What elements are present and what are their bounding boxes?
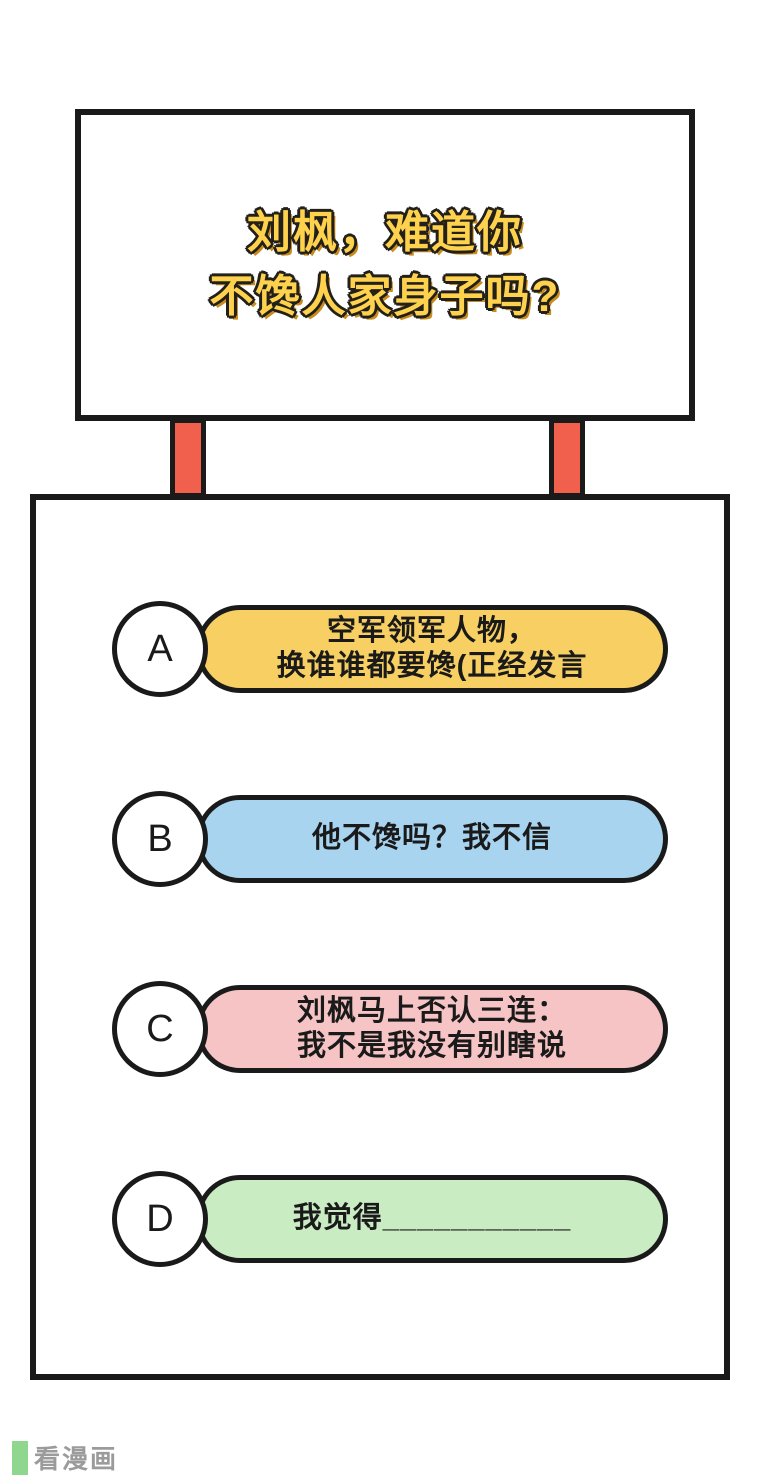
option-row-c[interactable]: 刘枫马上否认三连： 我不是我没有别瞎说 C bbox=[112, 981, 668, 1077]
question-board: 刘枫，难道你 不馋人家身子吗? bbox=[75, 109, 695, 421]
option-row-a[interactable]: 空军领军人物， 换谁谁都要馋(正经发言 A bbox=[112, 601, 668, 697]
question-line-1: 刘枫，难道你 bbox=[247, 208, 523, 258]
option-text-a: 空军领军人物， 换谁谁都要馋(正经发言 bbox=[276, 614, 588, 682]
options-list: 空军领军人物， 换谁谁都要馋(正经发言 A 他不馋吗？我不信 B 刘枫马上否认三… bbox=[112, 601, 668, 1267]
option-pill-d[interactable]: 我觉得___________ bbox=[196, 1175, 668, 1263]
connector-leg-right bbox=[549, 418, 585, 498]
watermark-label: 看漫画 bbox=[34, 1444, 119, 1474]
option-row-b[interactable]: 他不馋吗？我不信 B bbox=[112, 791, 668, 887]
option-text-c: 刘枫马上否认三连： 我不是我没有别瞎说 bbox=[296, 994, 567, 1062]
question-line-2: 不馋人家身子吗? bbox=[209, 272, 561, 321]
option-text-b: 他不馋吗？我不信 bbox=[311, 822, 552, 855]
option-badge-c[interactable]: C bbox=[112, 981, 208, 1077]
watermark-bar-icon bbox=[12, 1440, 28, 1475]
option-pill-a[interactable]: 空军领军人物， 换谁谁都要馋(正经发言 bbox=[196, 605, 668, 693]
option-badge-a[interactable]: A bbox=[112, 601, 208, 697]
option-pill-c[interactable]: 刘枫马上否认三连： 我不是我没有别瞎说 bbox=[196, 985, 668, 1073]
option-badge-d[interactable]: D bbox=[112, 1171, 208, 1267]
answers-panel: 空军领军人物， 换谁谁都要馋(正经发言 A 他不馋吗？我不信 B 刘枫马上否认三… bbox=[30, 494, 730, 1380]
connector-leg-left bbox=[170, 418, 206, 498]
option-row-d[interactable]: 我觉得___________ D bbox=[112, 1171, 668, 1267]
option-badge-b[interactable]: B bbox=[112, 791, 208, 887]
option-text-d: 我觉得___________ bbox=[292, 1202, 572, 1235]
option-pill-b[interactable]: 他不馋吗？我不信 bbox=[196, 795, 668, 883]
watermark: 看漫画 bbox=[12, 1439, 118, 1476]
